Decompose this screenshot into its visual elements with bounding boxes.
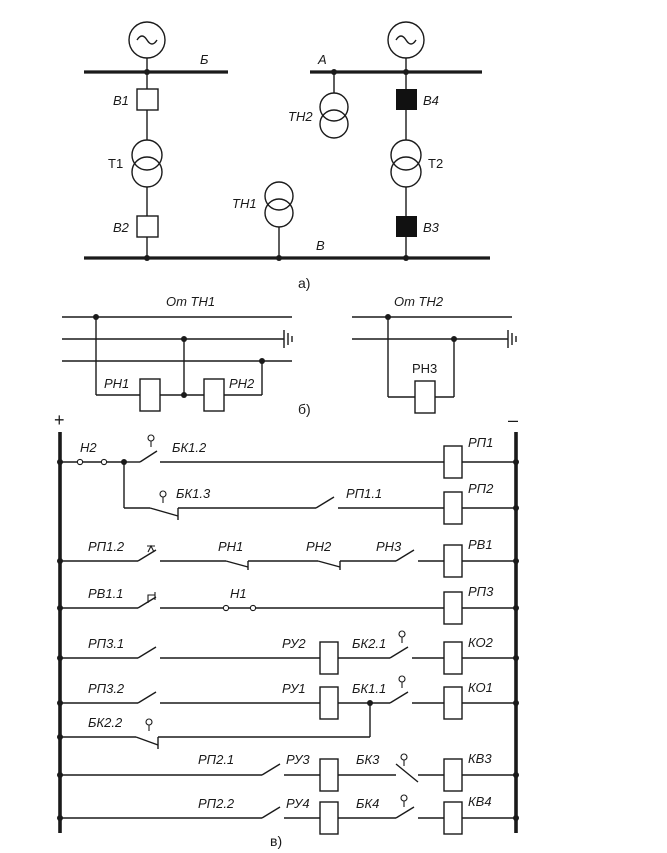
- relay-rn2: [203, 378, 225, 412]
- transformer-t2: [390, 139, 422, 188]
- row-bk2-2: БК2.2: [57, 703, 371, 749]
- label-coil-rp3: РП3: [468, 584, 494, 599]
- generator-left: [128, 21, 166, 72]
- generator-right: [387, 21, 425, 72]
- label-bk1-1: БК1.1: [352, 681, 386, 696]
- row-kv4: РП2.2 РУ4 БК4 КВ4: [57, 794, 519, 835]
- breaker-b4: [396, 89, 417, 110]
- relay-rn1: [139, 378, 161, 412]
- caption-b: б): [298, 401, 311, 417]
- label-ru3: РУ3: [286, 752, 310, 767]
- label-bus-a: А: [317, 52, 327, 67]
- label-bk2-1: БК2.1: [352, 636, 386, 651]
- label-h1: Н1: [230, 586, 247, 601]
- part-b-voltage-relays: От ТН1 От ТН2 РН1 РН2: [62, 294, 517, 417]
- label-coil-rp1: РП1: [468, 435, 493, 450]
- coil-rp1: [443, 445, 463, 479]
- row-kv3: РП2.1 РУ3 БК3 КВ3: [57, 751, 519, 792]
- label-coil-kv3: КВ3: [468, 751, 492, 766]
- relay-rn3: [414, 380, 436, 414]
- row-ko1: РП3.2 РУ1 БК1.1 КО1: [57, 675, 519, 720]
- label-rp1-1: РП1.1: [346, 486, 382, 501]
- coil-kv3: [443, 758, 463, 792]
- label-rn1: РН1: [218, 539, 243, 554]
- label-rp2-2: РП2.2: [198, 796, 235, 811]
- part-a-primary-scheme: Б А В В1 В2 В4 В3 Т1 Т2 ТН2 ТН1 а): [84, 21, 490, 291]
- label-ru1: РУ1: [282, 681, 306, 696]
- label-coil-kv4: КВ4: [468, 794, 492, 809]
- part-v-control-circuit: + – Н2 БК1.2 РП1: [54, 410, 519, 849]
- label-coil-rv1: РВ1: [468, 537, 493, 552]
- label-rn1: РН1: [104, 376, 129, 391]
- label-coil-ko1: КО1: [468, 680, 493, 695]
- coil-ko1: [443, 686, 463, 720]
- caption-a: а): [298, 275, 310, 291]
- coil-kv4: [443, 801, 463, 835]
- label-rn2: РН2: [229, 376, 255, 391]
- vt-th2: [319, 92, 349, 139]
- label-h2: Н2: [80, 440, 97, 455]
- label-b1: В1: [113, 93, 129, 108]
- label-coil-ko2: КО2: [468, 635, 494, 650]
- label-b2: В2: [113, 220, 130, 235]
- vt-th1: [264, 181, 294, 228]
- label-rp2-1: РП2.1: [198, 752, 234, 767]
- label-minus: –: [508, 410, 518, 430]
- label-t1: Т1: [108, 156, 123, 171]
- label-from-th2: От ТН2: [394, 294, 444, 309]
- label-bk2-2: БК2.2: [88, 715, 123, 730]
- relay-ru3: [319, 758, 339, 792]
- label-ru4: РУ4: [286, 796, 310, 811]
- label-bus-v: В: [316, 238, 325, 253]
- label-rv1-1: РВ1.1: [88, 586, 123, 601]
- label-b3: В3: [423, 220, 440, 235]
- relay-ru1: [319, 686, 339, 720]
- label-rp3-1: РП3.1: [88, 636, 124, 651]
- row-ko2: РП3.1 РУ2 БК2.1 КО2: [57, 630, 519, 675]
- breaker-b1: [136, 88, 159, 111]
- label-plus: +: [54, 410, 65, 430]
- coil-rv1: [443, 544, 463, 578]
- label-bus-b: Б: [200, 52, 209, 67]
- label-bk1-3: БК1.3: [176, 486, 211, 501]
- label-coil-rp2: РП2: [468, 481, 494, 496]
- row-rv1: РП1.2 РН1 РН2 РН3 РВ1: [57, 537, 519, 578]
- coil-rp3: [443, 591, 463, 625]
- label-rn3: РН3: [412, 361, 437, 376]
- relay-ru4: [319, 801, 339, 835]
- label-th1: ТН1: [232, 196, 257, 211]
- label-ru2: РУ2: [282, 636, 306, 651]
- coil-ko2: [443, 641, 463, 675]
- transformer-t1: [131, 139, 163, 188]
- label-rn2: РН2: [306, 539, 332, 554]
- relay-ru2: [319, 641, 339, 675]
- label-from-th1: От ТН1: [166, 294, 215, 309]
- breaker-b2: [136, 215, 159, 238]
- label-bk4: БК4: [356, 796, 379, 811]
- label-bk3: БК3: [356, 752, 380, 767]
- breaker-b3: [396, 216, 417, 237]
- row-rp1: Н2 БК1.2 РП1: [57, 434, 519, 479]
- row-rp3: РВ1.1 Н1 РП3: [57, 584, 519, 625]
- label-rp3-2: РП3.2: [88, 681, 125, 696]
- label-rp1-2: РП1.2: [88, 539, 125, 554]
- coil-rp2: [443, 491, 463, 525]
- label-t2: Т2: [428, 156, 443, 171]
- caption-v: в): [270, 833, 282, 849]
- label-b4: В4: [423, 93, 439, 108]
- label-bk1-2: БК1.2: [172, 440, 207, 455]
- label-rn3: РН3: [376, 539, 402, 554]
- label-th2: ТН2: [288, 109, 313, 124]
- row-rp2: БК1.3 РП1.1 РП2: [123, 462, 519, 525]
